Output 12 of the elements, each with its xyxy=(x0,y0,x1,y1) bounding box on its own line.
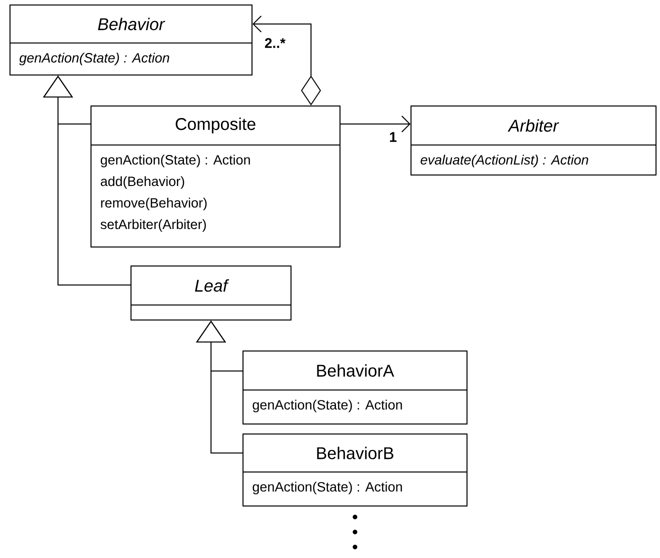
generalization-arrow xyxy=(196,320,243,454)
association-arrow xyxy=(340,116,410,132)
class-box: Composite genAction(State) : Action add(Behavior) remove(Behavior) setArbiter(Arbiter) xyxy=(90,106,340,248)
class-box: BehaviorA genAction(State) : Action xyxy=(242,350,468,424)
class-box: Behavior genAction(State) : Action xyxy=(10,4,252,76)
aggregation-arrow xyxy=(252,16,321,106)
generalization-arrow xyxy=(42,76,131,286)
class-box: Leaf xyxy=(130,266,292,320)
class-box: BehaviorB genAction(State) : Action xyxy=(242,434,468,506)
multiplicity-label: 2..* xyxy=(264,37,287,49)
multiplicity-label: 1 xyxy=(388,131,398,143)
class-box: Arbiter evaluate(ActionList) : Action xyxy=(410,106,656,176)
